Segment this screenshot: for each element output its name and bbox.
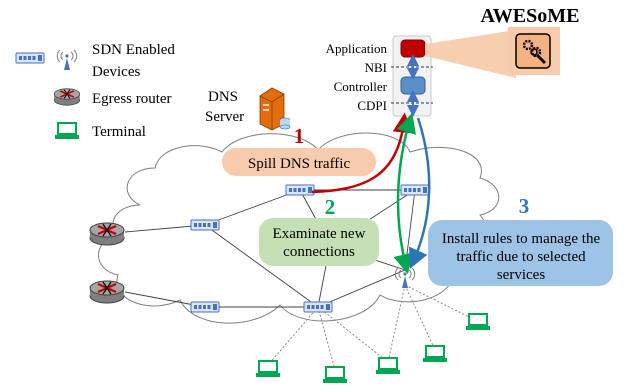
legend-switch-icon [15,52,45,64]
step2-text: connections [283,244,355,260]
step3-box [428,220,613,286]
sdn-switch [285,184,315,196]
legend-terminal-icon [54,122,80,140]
controller-stack: Application NBI Controller CDPI [326,35,433,117]
egress-router-icon [88,279,126,305]
wireless-links [267,284,476,371]
step2-box [259,218,379,266]
awesome-title: AWESoME [481,5,580,27]
legend-antenna-icon [56,49,78,71]
step1-text: Spill DNS traffic [248,156,351,172]
terminal-icon [465,313,491,331]
step1-number: 1 [294,124,305,148]
step3-number: 3 [519,194,530,218]
install-rules-arrow [409,117,431,269]
application-zoom-beam [425,30,516,78]
gears-magnifier-icon [515,33,551,69]
legend-sdn-label: Devices [92,64,140,80]
egress-router-icon [88,221,126,247]
sdn-switch [190,219,220,231]
application-block [400,39,426,58]
awesome-app: AWESoME [425,5,579,78]
step3-text: Install rules to manage the [442,231,601,247]
step3-text: traffic due to selected [456,249,586,265]
legend-egress-label: Egress router [92,91,172,107]
legend-router-icon [53,87,81,107]
stack-cdpi-label: CDPI [357,98,387,113]
legend-sdn-label: SDN Enabled [92,42,175,58]
examine-arrow [393,112,416,275]
sdn-switch [190,301,220,313]
terminal-icon [322,366,348,384]
dns-server: DNS Server [205,87,291,131]
step3-text: services [497,267,545,283]
server-icon [259,87,291,131]
stack-controller-label: Controller [334,79,388,94]
step2-text: Examinate new [273,226,366,242]
dns-label: Server [205,109,244,125]
step1-box [222,148,376,176]
stack-nbi-label: NBI [365,60,387,75]
legend: SDN Enabled Devices Egress router Termin… [15,42,175,140]
sdn-switch [303,301,333,313]
legend-terminal-label: Terminal [92,124,146,140]
terminal-icon [422,345,448,363]
terminal-icon [255,360,281,378]
dns-label: DNS [208,89,238,105]
terminal-icon [375,357,401,375]
step2-number: 2 [325,195,336,219]
controller-block [400,76,426,95]
sdn-switch [400,184,430,196]
stack-application-label: Application [326,41,388,56]
